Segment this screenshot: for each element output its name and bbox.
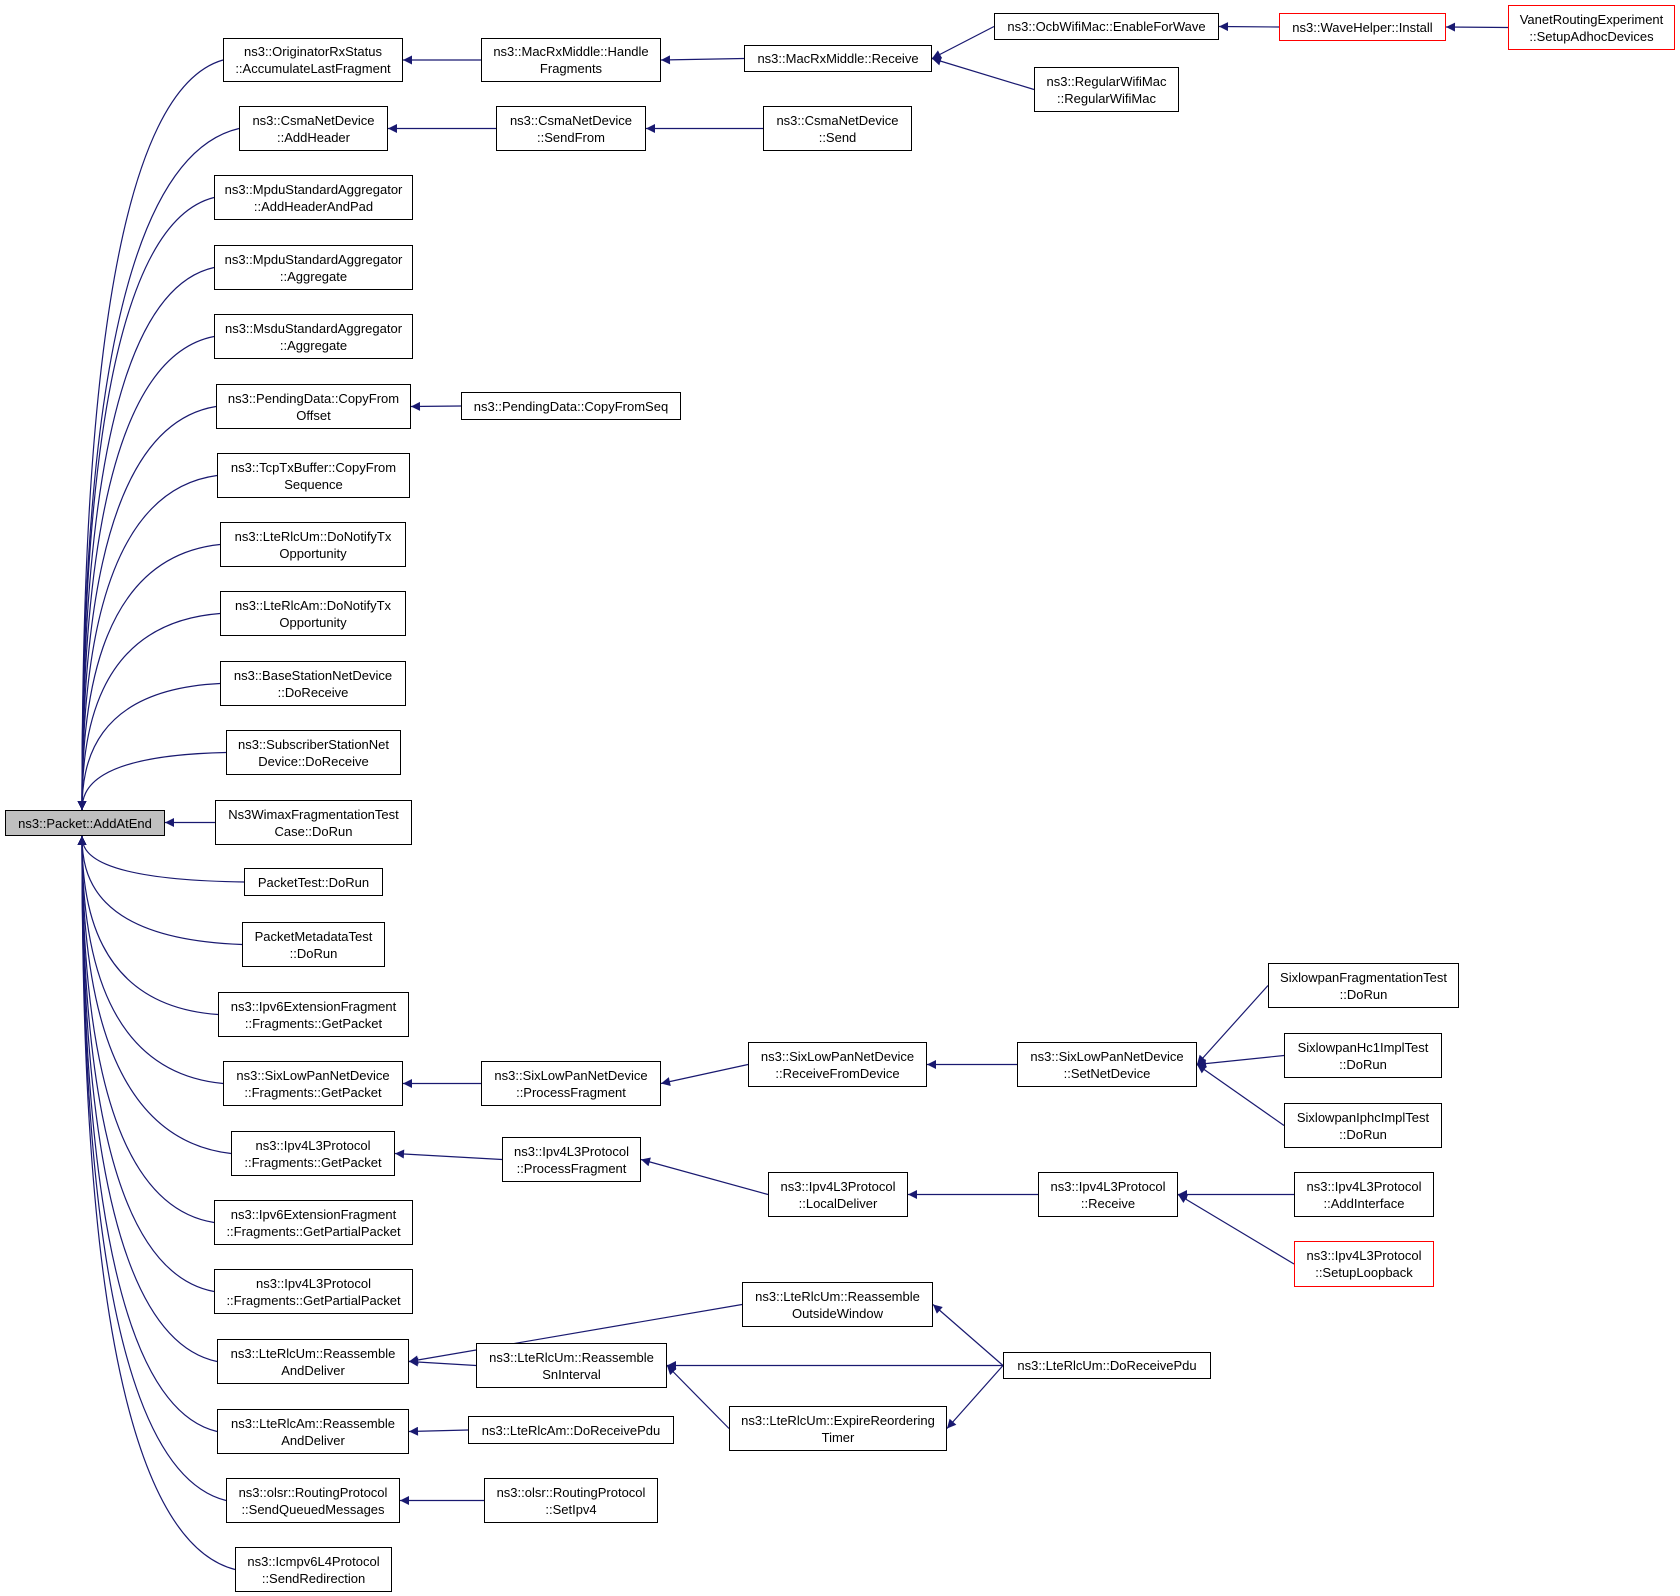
edge-regwifi-to-macrecv	[931, 56, 1035, 91]
node-ipv6extensionfragment-fragments-getpacket[interactable]: ns3::Ipv6ExtensionFragment::Fragments::G…	[218, 992, 409, 1037]
node-ltermcam-doreceivepdu[interactable]: ns3::LteRlcAm::DoReceivePdu	[468, 1416, 674, 1444]
edge-umreasm-to-root	[77, 835, 218, 1363]
edge-umoutside-to-umreasm	[408, 1303, 743, 1365]
edge-olsrqueue-to-root	[77, 835, 227, 1502]
edge-pendseq-to-pendoff	[410, 401, 462, 411]
node-originatorrxstatus-accumulatelastfragment[interactable]: ns3::OriginatorRxStatus::AccumulateLastF…	[223, 38, 403, 82]
node-ipv4l3protocol-fragments-getpartialpacket[interactable]: ns3::Ipv4L3Protocol::Fragments::GetParti…	[214, 1269, 413, 1314]
node-sixlowpannetdevice-setnetdevice[interactable]: ns3::SixLowPanNetDevice::SetNetDevice	[1017, 1042, 1197, 1087]
node-regularwifimac-regularwifimac[interactable]: ns3::RegularWifiMac::RegularWifiMac	[1034, 67, 1179, 112]
node-sixlowpaniphcimpltest-dorun[interactable]: SixlowpanIphcImplTest::DoRun	[1284, 1103, 1442, 1148]
edge-sixhc1-to-sixsetnet	[1196, 1054, 1285, 1069]
edge-csmaadd-to-root	[77, 127, 240, 811]
edge-umrecvpdu-to-umoutside	[932, 1304, 1004, 1366]
edge-bsnd-to-root	[77, 682, 221, 811]
node-sixlowpannetdevice-processfragment[interactable]: ns3::SixLowPanNetDevice::ProcessFragment	[481, 1061, 661, 1106]
node-msdustandardaggregator-aggregate[interactable]: ns3::MsduStandardAggregator::Aggregate	[214, 314, 413, 359]
edge-mpduagg-to-root	[77, 266, 215, 811]
node-ltermcum-doreceivepdu[interactable]: ns3::LteRlcUm::DoReceivePdu	[1003, 1352, 1211, 1379]
node-csmanetdevice-addheader[interactable]: ns3::CsmaNetDevice::AddHeader	[239, 106, 388, 151]
node-macrxmiddle-receive[interactable]: ns3::MacRxMiddle::Receive	[744, 45, 932, 72]
edge-ocb-to-macrecv	[931, 25, 995, 60]
node-ipv4l3protocol-processfragment[interactable]: ns3::Ipv4L3Protocol::ProcessFragment	[502, 1137, 641, 1182]
edge-ipv4frag-to-root	[77, 835, 232, 1155]
edge-ipv4local-to-ipv4proc	[640, 1157, 769, 1196]
edge-ipv4partial-to-root	[77, 835, 215, 1293]
edge-vanet-to-wave	[1445, 22, 1509, 32]
node-ipv4l3protocol-receive[interactable]: ns3::Ipv4L3Protocol::Receive	[1038, 1172, 1178, 1217]
node-ocbwifimac-enableforwave[interactable]: ns3::OcbWifiMac::EnableForWave	[994, 13, 1219, 40]
edge-wave-to-ocb	[1218, 22, 1280, 32]
node-packetmetadatatest-dorun[interactable]: PacketMetadataTest::DoRun	[242, 922, 385, 967]
edge-mpdupad-to-root	[77, 196, 215, 811]
node-wavehelper-install[interactable]: ns3::WaveHelper::Install	[1279, 13, 1446, 41]
node-pendingdata-copyfromseq[interactable]: ns3::PendingData::CopyFromSeq	[461, 392, 681, 420]
node-ipv4l3protocol-addinterface[interactable]: ns3::Ipv4L3Protocol::AddInterface	[1294, 1172, 1434, 1217]
edge-ltermum_tx-to-root	[77, 543, 221, 811]
node-ipv6extensionfragment-fragments-getpartialpacket[interactable]: ns3::Ipv6ExtensionFragment::Fragments::G…	[214, 1200, 413, 1245]
node-mpdustandardaggregator-addheaderandpad[interactable]: ns3::MpduStandardAggregator::AddHeaderAn…	[214, 175, 413, 220]
edge-tcptx-to-root	[77, 474, 218, 811]
node-icmpv6l4protocol-sendredirection[interactable]: ns3::Icmpv6L4Protocol::SendRedirection	[235, 1547, 392, 1592]
node-ipv4l3protocol-fragments-getpacket[interactable]: ns3::Ipv4L3Protocol::Fragments::GetPacke…	[231, 1131, 395, 1176]
edge-ltermam_tx-to-root	[77, 612, 221, 811]
node-sixlowpanhc1impltest-dorun[interactable]: SixlowpanHc1ImplTest::DoRun	[1284, 1033, 1442, 1078]
edge-amreasm-to-root	[77, 835, 218, 1433]
node-olsr-routingprotocol-setipv4[interactable]: ns3::olsr::RoutingProtocol::SetIpv4	[484, 1478, 658, 1523]
edge-icmpredir-to-root	[77, 835, 236, 1571]
node-csmanetdevice-send[interactable]: ns3::CsmaNetDevice::Send	[763, 106, 912, 151]
node-sixlowpannetdevice-receivefromdevice[interactable]: ns3::SixLowPanNetDevice::ReceiveFromDevi…	[748, 1042, 927, 1087]
node-ipv4l3protocol-setuploopback[interactable]: ns3::Ipv4L3Protocol::SetupLoopback	[1294, 1241, 1434, 1287]
edge-msduagg-to-root	[77, 335, 215, 811]
node-csmanetdevice-sendfrom[interactable]: ns3::CsmaNetDevice::SendFrom	[496, 106, 646, 151]
node-ipv4l3protocol-localdeliver[interactable]: ns3::Ipv4L3Protocol::LocalDeliver	[768, 1172, 908, 1217]
edge-sixfrag-to-root	[77, 835, 224, 1085]
edge-ipv6partial-to-root	[77, 835, 215, 1224]
node-packettest-dorun[interactable]: PacketTest::DoRun	[244, 868, 383, 896]
node-mpdustandardaggregator-aggregate[interactable]: ns3::MpduStandardAggregator::Aggregate	[214, 245, 413, 290]
edge-pktmeta-to-root	[77, 835, 243, 946]
edge-macrecv-to-macfrag	[660, 55, 745, 65]
node-olsr-routingprotocol-sendqueuedmessages[interactable]: ns3::olsr::RoutingProtocol::SendQueuedMe…	[226, 1478, 400, 1523]
node-basestationnetdevice-doreceive[interactable]: ns3::BaseStationNetDevice::DoReceive	[220, 661, 406, 706]
edge-ipv4proc-to-ipv4frag	[394, 1149, 503, 1161]
edge-sixiphc-to-sixsetnet	[1196, 1064, 1285, 1126]
edge-umrecvpdu-to-umexpire	[946, 1365, 1004, 1429]
edge-sixfragtest-to-sixsetnet	[1196, 985, 1269, 1065]
node-sixlowpannetdevice-fragments-getpacket[interactable]: ns3::SixLowPanNetDevice::Fragments::GetP…	[223, 1061, 403, 1106]
edge-orig-to-root	[77, 59, 224, 811]
edge-ipv4loop-to-ipv4recv	[1177, 1193, 1295, 1265]
node-packet-addatend: ns3::Packet::AddAtEnd	[5, 810, 165, 836]
node-sixlowpanfragmentationtest-dorun[interactable]: SixlowpanFragmentationTest::DoRun	[1268, 963, 1459, 1008]
edge-amrecvpdu-to-amreasm	[408, 1426, 469, 1436]
node-vanetroutingexperiment-setupadhocdevices[interactable]: VanetRoutingExperiment::SetupAdhocDevice…	[1508, 5, 1675, 50]
edge-umexpire-to-umsn	[666, 1365, 730, 1429]
edge-umsn-to-umreasm	[408, 1357, 477, 1367]
edge-ssnd-to-root	[77, 751, 227, 811]
edge-sixrecvdev-to-sixproc	[660, 1063, 749, 1086]
